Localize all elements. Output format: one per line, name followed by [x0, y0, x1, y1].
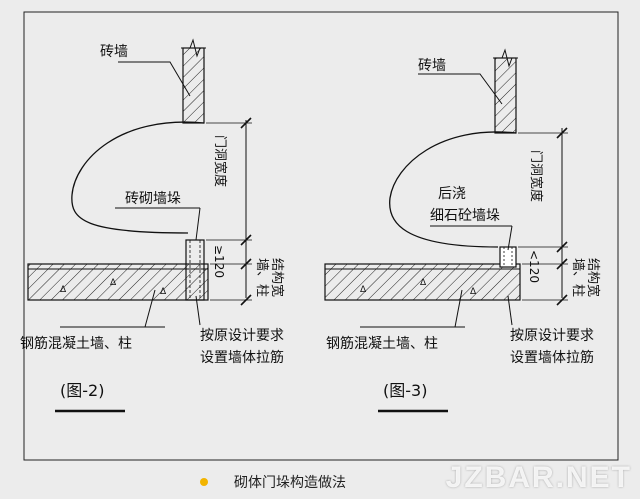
brick-wall [182, 47, 205, 124]
bullet-icon [200, 478, 208, 486]
small-dimension-label: ≥120 [212, 245, 226, 278]
svg-text:Δ: Δ [470, 287, 477, 297]
figure-3: Δ Δ Δ 砖墙 后浇 细石砼墙垛 门洞宽度 <120 墙、柱 结构宽 钢筋混凝土墙… [324, 48, 601, 413]
lintel-label-line-2: 细石砼墙垛 [430, 208, 500, 224]
rebar-label-line-2: 设置墙体拉筋 [510, 349, 594, 366]
lintel-label: 砖砌墙垛 [125, 191, 181, 207]
brick-wall [494, 57, 517, 134]
drawing-frame [23, 11, 619, 461]
caption-text: 砌体门垛构造做法 [234, 475, 346, 491]
width-dimension-label-2: 结构宽 [585, 258, 601, 297]
figure-label: (图-3) [383, 381, 427, 400]
svg-text:Δ: Δ [110, 278, 117, 288]
concrete-label: 钢筋混凝土墙、柱 [20, 335, 132, 352]
lintel-label-line-1: 后浇 [438, 186, 466, 202]
rebar-label-line-1: 按原设计要求 [510, 328, 594, 344]
door-swing-arc [71, 121, 205, 234]
concrete-label: 钢筋混凝土墙、柱 [326, 335, 438, 352]
svg-text:Δ: Δ [160, 287, 167, 297]
concrete-wall [27, 263, 209, 301]
wall-label: 砖墙 [418, 58, 446, 74]
width-dimension-label-1: 墙、柱 [570, 258, 585, 297]
svg-text:Δ: Δ [360, 285, 367, 295]
break-line-icon [493, 48, 518, 68]
brick-pier [185, 239, 205, 301]
figure-2: Δ Δ Δ 砖墙 砖砌墙垛 门洞宽度 ≥120 墙、柱 结构宽 钢筋混凝土墙、柱 按… [20, 38, 285, 413]
rebar-label-line-2: 设置墙体拉筋 [200, 349, 284, 366]
svg-text:Δ: Δ [420, 278, 427, 288]
small-dimension-label: <120 [527, 250, 541, 283]
door-swing-arc [389, 131, 517, 248]
break-line-icon [181, 38, 206, 58]
caption: 砌体门垛构造做法 [200, 470, 346, 494]
width-dimension-label-1: 墙、柱 [254, 258, 269, 297]
watermark: JZBAR.NET [445, 461, 632, 494]
width-dimension-label-2: 结构宽 [269, 258, 285, 297]
height-dimension-label: 门洞宽度 [212, 135, 228, 187]
figure-label: (图-2) [60, 381, 104, 400]
wall-label: 砖墙 [100, 44, 128, 60]
svg-text:Δ: Δ [60, 285, 67, 295]
height-dimension-label: 门洞宽度 [528, 150, 544, 202]
rebar-label-line-1: 按原设计要求 [200, 328, 284, 344]
concrete-wall [324, 263, 521, 301]
